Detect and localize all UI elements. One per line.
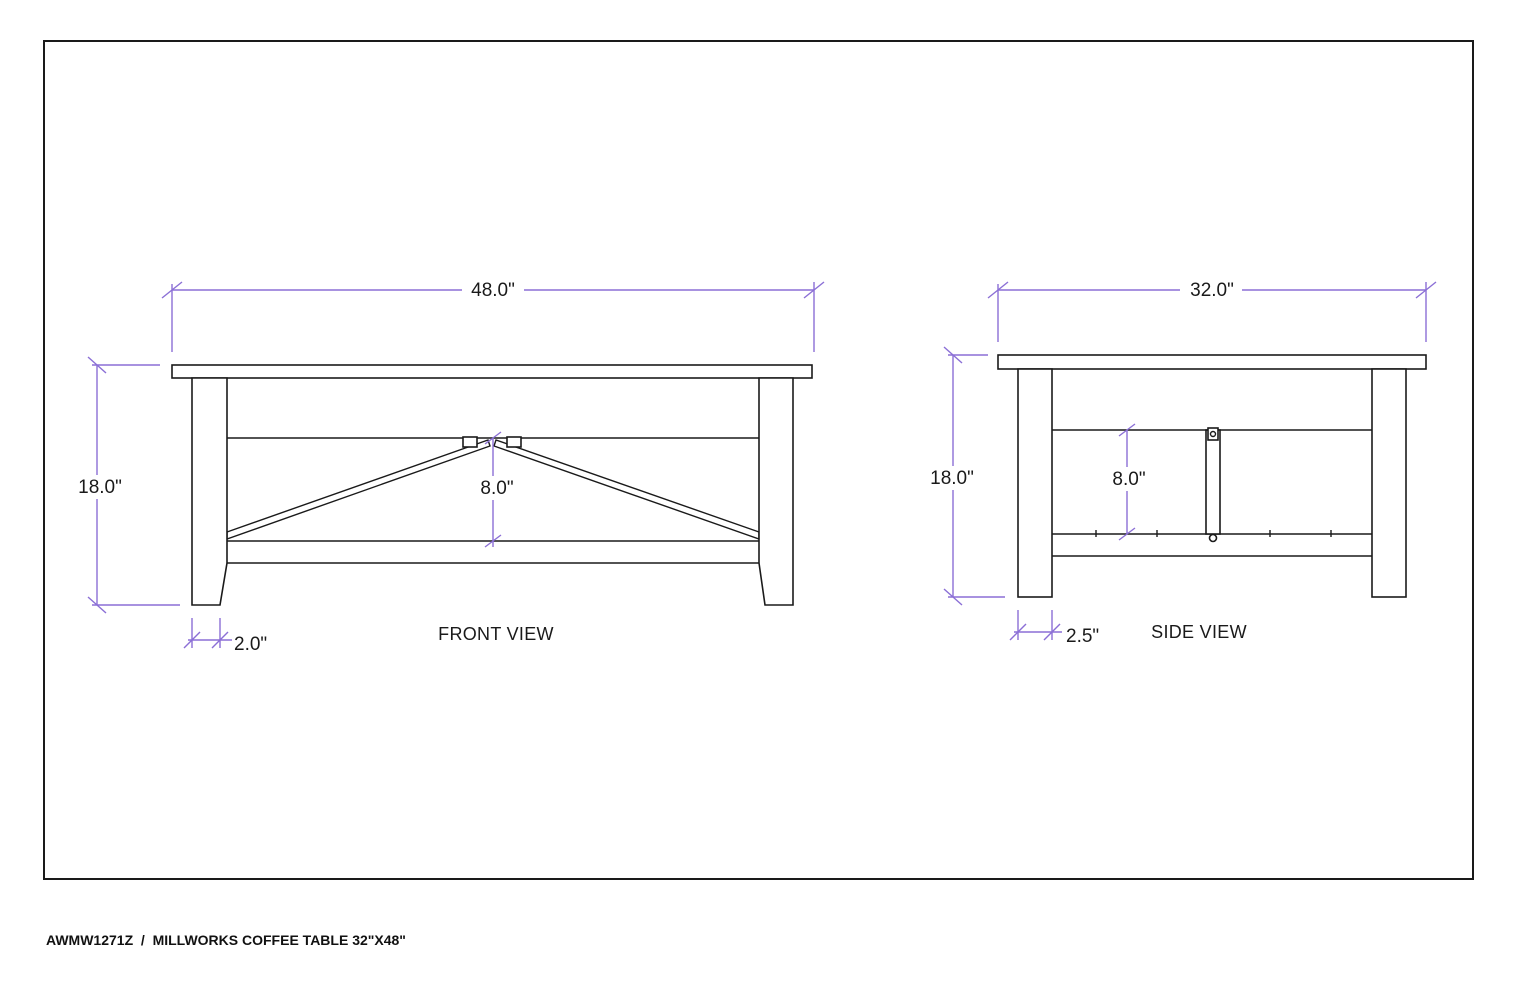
side-leg-label: 2.5" <box>1066 626 1099 647</box>
front-leg-label: 2.0" <box>234 634 267 655</box>
front-width-dimension: 48.0" <box>161 278 825 352</box>
side-right-leg <box>1371 368 1407 598</box>
front-shelf-gap-label: 8.0" <box>480 478 513 499</box>
front-left-bracket <box>462 436 478 448</box>
side-width-dimension: 32.0" <box>987 278 1437 342</box>
side-view-title: SIDE VIEW <box>1151 622 1247 642</box>
front-width-label: 48.0" <box>471 280 515 301</box>
side-brace-bracket <box>1207 427 1219 441</box>
drawing-border <box>43 40 1474 880</box>
front-leg-dimension: 2.0" <box>183 618 267 655</box>
front-view-drawing <box>171 364 813 606</box>
side-leg-dimension: 2.5" <box>1009 610 1099 647</box>
front-shelf-gap-dimension: 8.0" <box>470 431 522 548</box>
side-height-dimension: 18.0" <box>924 346 1005 606</box>
front-height-label: 18.0" <box>78 477 122 498</box>
side-height-label: 18.0" <box>930 468 974 489</box>
side-left-leg <box>1017 368 1053 598</box>
front-left-leg <box>191 377 228 606</box>
front-height-dimension: 18.0" <box>70 356 180 614</box>
front-tabletop <box>171 364 813 379</box>
side-center-brace <box>1205 429 1221 535</box>
front-left-brace <box>226 439 491 540</box>
front-right-brace <box>493 439 760 540</box>
drawing-caption: AWMW1271Z / MILLWORKS COFFEE TABLE 32"X4… <box>46 932 406 948</box>
front-right-bracket <box>506 436 522 448</box>
side-view-drawing <box>997 354 1427 598</box>
side-brace-pin <box>1208 533 1218 543</box>
side-width-label: 32.0" <box>1190 280 1234 301</box>
front-view-title: FRONT VIEW <box>438 624 554 644</box>
front-right-leg <box>758 377 794 606</box>
side-shelf-gap-label: 8.0" <box>1112 469 1145 490</box>
side-shelf-gap-dimension: 8.0" <box>1103 423 1155 541</box>
side-tabletop <box>997 354 1427 370</box>
